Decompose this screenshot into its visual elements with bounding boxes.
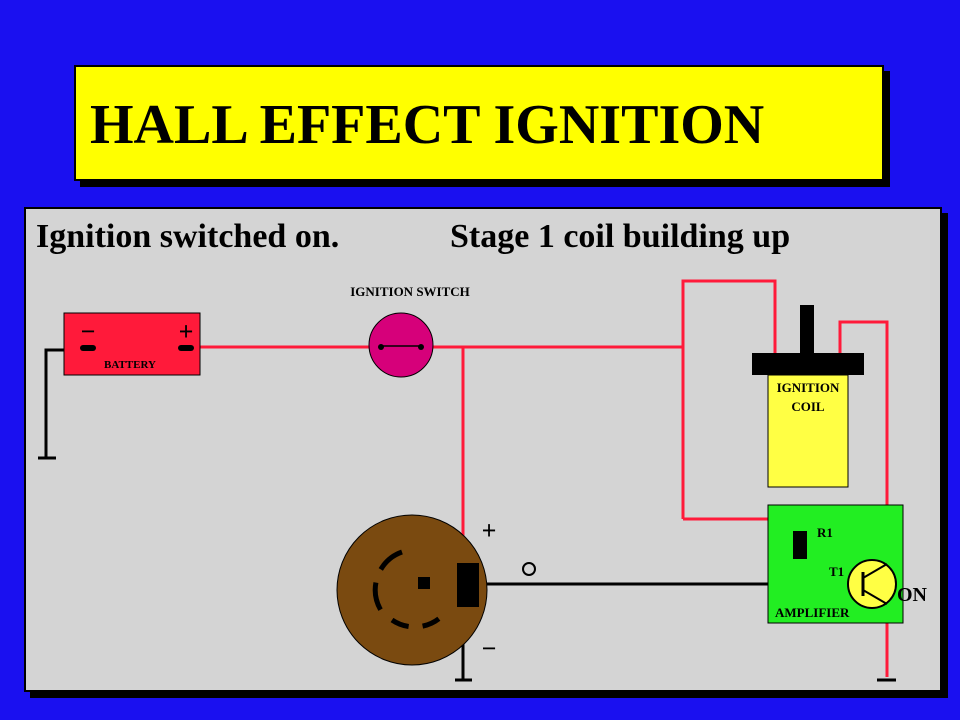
hall-plus-sign: + <box>482 516 497 545</box>
switch-contact-left <box>378 344 384 350</box>
subtitle-right: Stage 1 coil building up <box>450 218 791 255</box>
battery-label: BATTERY <box>104 359 156 371</box>
r1-label: R1 <box>817 525 833 540</box>
red-wires <box>200 279 889 677</box>
ignition-switch-label: IGNITION SWITCH <box>350 284 470 299</box>
coil-label-line1: IGNITION <box>777 380 840 395</box>
hall-minus-sign: − <box>482 634 497 663</box>
coil-hv-terminal <box>800 305 814 357</box>
battery-terminal-neg <box>80 345 96 351</box>
subtitle-left: Ignition switched on. <box>36 218 340 255</box>
page-title: HALL EFFECT IGNITION <box>90 94 765 156</box>
trigger-vane <box>372 549 403 614</box>
amplifier-label: AMPLIFIER <box>775 605 850 620</box>
trigger-vane-lower <box>390 612 446 630</box>
title-box: HALL EFFECT IGNITION <box>74 65 884 181</box>
resistor-r1 <box>793 531 807 559</box>
transistor-collector <box>862 563 888 579</box>
hall-sensor <box>457 563 479 607</box>
ignition-coil <box>767 374 849 488</box>
ignition-switch <box>368 312 434 378</box>
magnet <box>418 577 430 589</box>
transistor-t1 <box>847 559 897 609</box>
transistor-emitter <box>862 589 888 605</box>
switch-contact-right <box>418 344 424 350</box>
battery-plus-sign: + <box>179 317 194 346</box>
wire-coil-to-t1 <box>838 320 889 677</box>
t1-label: T1 <box>829 564 844 579</box>
coil-label-line2: COIL <box>791 399 825 414</box>
coil-cap <box>752 353 864 375</box>
on-label: ON <box>897 584 928 606</box>
distributor-body <box>336 514 488 666</box>
battery-terminal-pos <box>178 345 194 351</box>
wire-coil-feed <box>681 279 777 519</box>
battery-minus-sign: − <box>81 317 96 346</box>
battery <box>63 312 201 376</box>
signal-indicator <box>522 562 536 576</box>
